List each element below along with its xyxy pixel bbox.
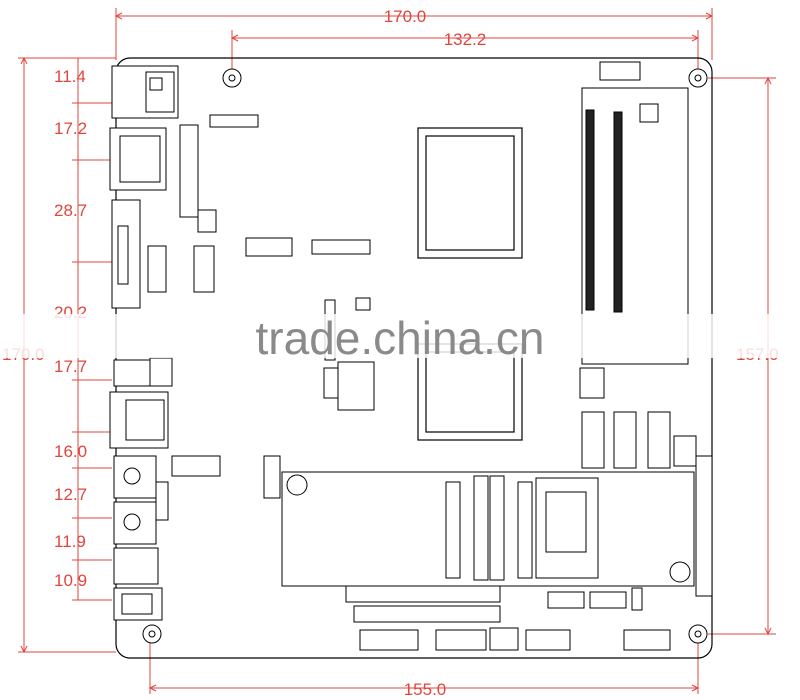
minipcie-slot-2	[473, 475, 489, 581]
dim-pitch-6: 12.7	[54, 485, 87, 504]
dim-pitch-5: 16.0	[54, 442, 87, 461]
header-row-b	[311, 239, 371, 255]
header-vertical-b	[263, 455, 281, 499]
watermark-band	[0, 314, 800, 358]
header-bottom-b	[353, 605, 501, 623]
dim-pitch-4: 17.7	[54, 357, 87, 376]
fan-connector-a	[547, 591, 585, 609]
chipset-chip	[417, 343, 523, 441]
cpu-chip	[417, 127, 523, 259]
minipcie-slot-3	[489, 475, 505, 581]
header-jumper-b	[355, 297, 371, 311]
lan-port-bottom	[109, 391, 169, 449]
header-pair-b	[193, 245, 215, 293]
header-bottom-c	[359, 629, 419, 651]
dim-pitch-2: 28.7	[54, 201, 87, 220]
sodimm-latch	[639, 103, 659, 123]
header-bottom-e	[489, 627, 519, 651]
header-pair-a	[147, 245, 167, 293]
watermark-text: trade.china.cn	[256, 312, 545, 364]
header-block	[337, 361, 375, 411]
fan-connector-top	[599, 61, 641, 81]
header-small-c	[673, 435, 697, 467]
minipcie-slot-4	[517, 481, 533, 579]
serial-connector	[111, 199, 141, 309]
sata-connector-3	[647, 411, 671, 469]
usb-port	[113, 547, 159, 585]
sata-connector-1	[581, 411, 605, 469]
chips	[417, 127, 523, 441]
sim-card-slot	[535, 477, 599, 579]
pin-headers	[147, 61, 713, 651]
rear-io-ports	[109, 65, 179, 621]
header-jumper-c	[323, 367, 339, 399]
dim-pitch-0: 11.4	[54, 67, 86, 86]
header-bottom-d	[435, 629, 487, 651]
header-right-long	[695, 455, 713, 597]
header-bottom-f	[525, 629, 571, 651]
header-jumper-d	[155, 481, 169, 521]
dimension-lines	[18, 8, 776, 694]
sodimm-slot-2	[613, 111, 623, 313]
dim-top-hole-span: 132.2	[444, 30, 487, 49]
header-row-a	[245, 237, 293, 257]
header-small-a	[197, 209, 217, 233]
header-vertical-long	[179, 124, 199, 218]
sata-connector-2	[613, 411, 637, 469]
connector-right-a	[579, 367, 605, 399]
header-bottom-a	[345, 583, 501, 603]
minipcie-area	[281, 471, 695, 587]
header-small-b	[149, 357, 173, 387]
dim-pitch-8: 10.9	[54, 571, 87, 590]
header-top-small	[209, 114, 259, 128]
minipcie-slot-1	[445, 481, 461, 579]
header-bottom-g	[623, 629, 671, 651]
fan-connector-b	[589, 591, 627, 609]
dim-pitch-1: 17.2	[54, 119, 87, 138]
video-port	[109, 127, 167, 191]
dim-pitch-7: 11.9	[54, 532, 86, 551]
sodimm-slot-1	[585, 109, 595, 311]
header-jumper-e	[631, 587, 643, 611]
power-jack	[113, 587, 163, 621]
lan-port-top	[111, 65, 179, 119]
dim-top-width: 170.0	[384, 7, 427, 26]
mounting-holes	[142, 68, 708, 644]
dim-bottom-hole-span: 155.0	[404, 680, 447, 699]
header-row-c	[171, 455, 221, 477]
